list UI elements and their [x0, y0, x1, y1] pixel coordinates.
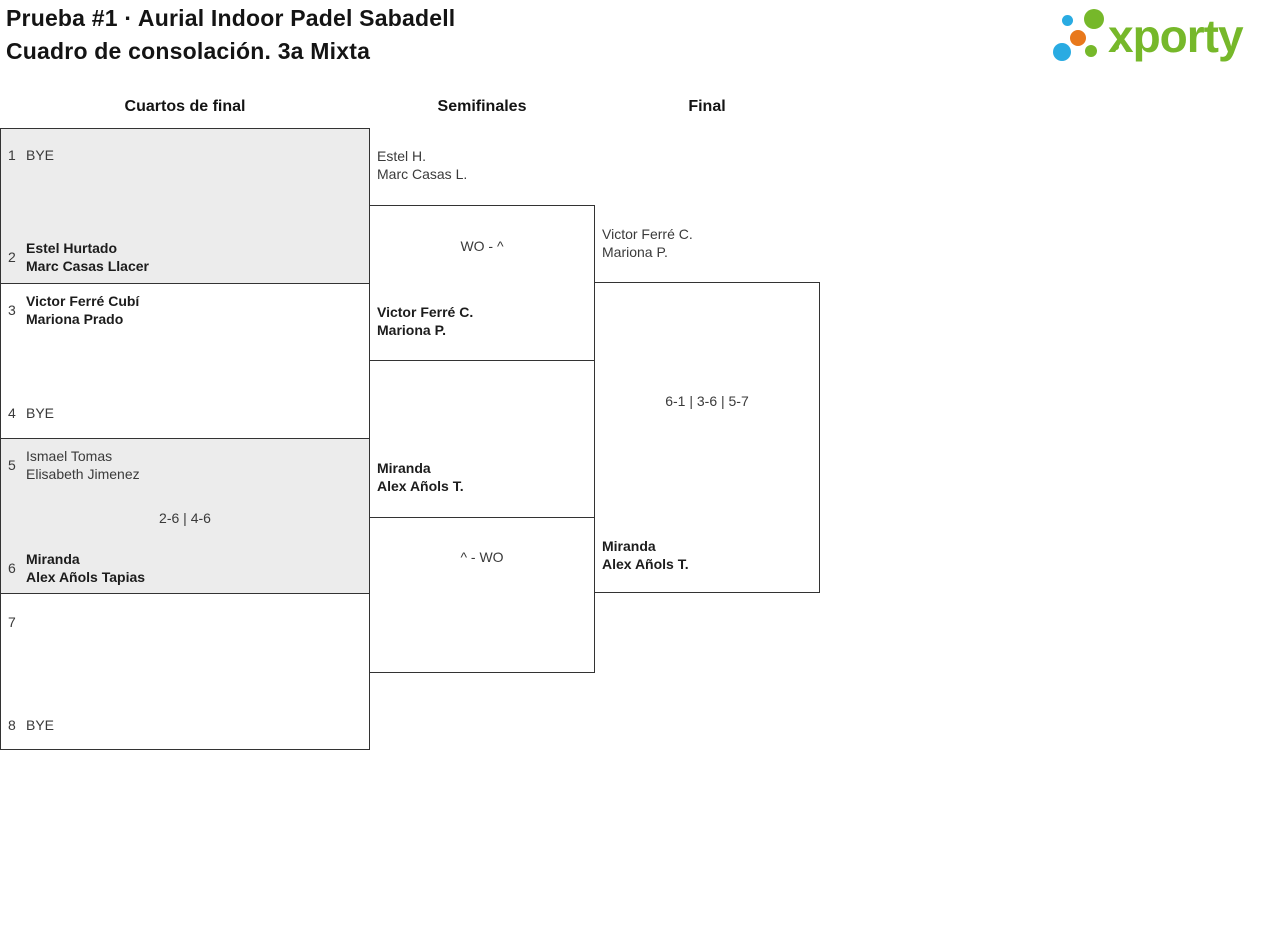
team-name: Miranda Alex Añols Tapias	[26, 551, 146, 585]
match-score: 2-6 | 4-6	[159, 510, 211, 526]
team-name: BYE	[26, 405, 55, 421]
logo-dot-green-small-icon	[1085, 45, 1097, 57]
team-name: Victor Ferré C. Mariona P.	[602, 226, 693, 260]
qf-match-4-box	[0, 593, 370, 750]
page-title-line1: Prueba #1 · Aurial Indoor Padel Sabadell	[6, 5, 456, 31]
seed-number: 1	[8, 147, 16, 163]
round-header-semifinals: Semifinales	[437, 98, 527, 115]
match-score: WO - ^	[460, 238, 504, 254]
logo-dot-green-tiny-icon	[1113, 44, 1119, 50]
seed-number: 2	[8, 249, 16, 265]
match-score: ^ - WO	[460, 549, 504, 565]
round-header-final: Final	[688, 98, 726, 115]
sf-match-2-box	[369, 517, 595, 673]
seed-number: 4	[8, 405, 16, 421]
team-name: Ismael Tomas Elisabeth Jimenez	[26, 448, 140, 482]
seed-number: 8	[8, 717, 16, 733]
team-name: Victor Ferré C. Mariona P.	[377, 304, 474, 338]
logo-dot-green-large-icon	[1084, 9, 1104, 29]
round-header-quarterfinals: Cuartos de final	[124, 98, 246, 115]
qf-match-2-box	[0, 283, 370, 439]
final-score: 6-1 | 3-6 | 5-7	[665, 393, 749, 409]
logo-dot-blue-small-icon	[1062, 15, 1073, 26]
page-title: Prueba #1 · Aurial Indoor Padel Sabadell…	[6, 2, 455, 68]
team-name: Estel H. Marc Casas L.	[377, 148, 468, 182]
seed-number: 5	[8, 457, 16, 473]
seed-number: 3	[8, 302, 16, 318]
team-name: Miranda Alex Añols T.	[602, 538, 689, 572]
page-title-line2: Cuadro de consolación. 3a Mixta	[6, 38, 371, 64]
team-name: BYE	[26, 717, 55, 733]
logo-dot-blue-large-icon	[1053, 43, 1071, 61]
team-name: Miranda Alex Añols T.	[377, 460, 464, 494]
seed-number: 7	[8, 614, 16, 630]
team-name: Victor Ferré Cubí Mariona Prado	[26, 293, 140, 327]
sf-match-1-box	[369, 205, 595, 361]
seed-number: 6	[8, 560, 16, 576]
team-name: BYE	[26, 147, 55, 163]
logo-wordmark: xporty	[1108, 10, 1244, 62]
final-match-box	[594, 282, 820, 593]
team-name: Estel Hurtado Marc Casas Llacer	[26, 240, 149, 274]
logo-dot-orange-icon	[1070, 30, 1086, 46]
